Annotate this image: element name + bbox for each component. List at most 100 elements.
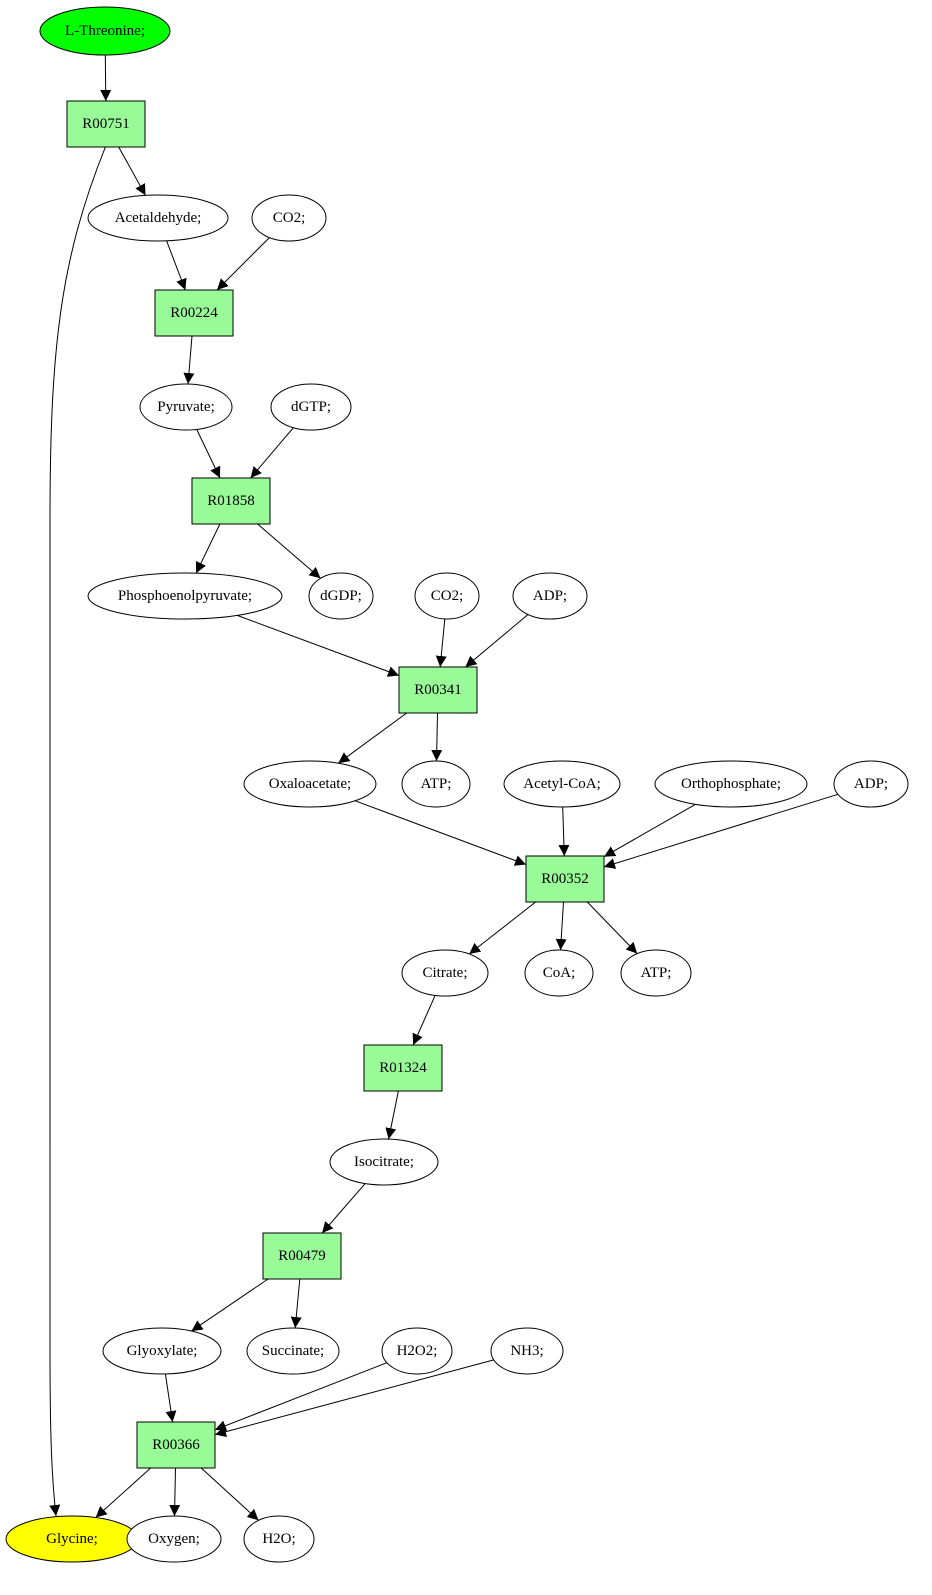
edge-r01858-to-pep: [195, 523, 221, 574]
h2o2-label: H2O2;: [397, 1343, 438, 1359]
compound-node-orthophosphate[interactable]: Orthophosphate;: [654, 760, 808, 808]
compound-node-co2-1[interactable]: CO2;: [251, 194, 327, 242]
co2-1-shape: [251, 194, 327, 242]
nh3-label: NH3;: [510, 1343, 543, 1359]
citrate-shape: [401, 949, 489, 997]
edge-acetylcoa-to-r00352: [558, 806, 570, 857]
reaction-node-r00224[interactable]: R00224: [154, 289, 234, 337]
acetaldehyde-shape: [87, 194, 229, 242]
edge-r00366-to-glycine: [95, 1467, 151, 1518]
compound-node-dgtp[interactable]: dGTP;: [270, 383, 352, 431]
citrate-label: Citrate;: [423, 965, 468, 981]
orthophosphate-label: Orthophosphate;: [681, 776, 781, 792]
compound-node-adp-2[interactable]: ADP;: [833, 760, 909, 808]
r00341-shape: [398, 666, 478, 714]
r00479-shape: [262, 1232, 342, 1280]
edge-dgtp-to-r01858: [250, 427, 294, 479]
edge-r00352-to-citrate: [468, 901, 536, 955]
compound-node-dgdp[interactable]: dGDP;: [308, 572, 374, 620]
orthophosphate-shape: [654, 760, 808, 808]
reaction-node-r00479[interactable]: R00479: [262, 1232, 342, 1280]
r01858-label: R01858: [207, 493, 255, 509]
compound-node-glyoxylate[interactable]: Glyoxylate;: [102, 1327, 222, 1375]
reaction-node-r00341[interactable]: R00341: [398, 666, 478, 714]
h2o2-shape: [381, 1327, 453, 1375]
compound-node-isocitrate[interactable]: Isocitrate;: [329, 1138, 439, 1186]
isocitrate-label: Isocitrate;: [354, 1154, 414, 1170]
compound-node-oxygen[interactable]: Oxygen;: [126, 1515, 222, 1563]
pep-label: Phosphoenolpyruvate;: [118, 588, 252, 604]
reaction-node-r00366[interactable]: R00366: [136, 1421, 216, 1469]
succinate-shape: [246, 1327, 340, 1375]
edge-pyruvate-to-r01858: [196, 429, 221, 479]
edge-acetaldehyde-to-r00224: [166, 240, 187, 291]
reaction-node-r01324[interactable]: R01324: [363, 1044, 443, 1092]
edge-nh3-to-r00366: [214, 1359, 494, 1438]
edge-r00352-to-coa: [555, 901, 567, 951]
r00479-label: R00479: [278, 1248, 326, 1264]
edge-oxaloacetate-to-r00352: [354, 800, 527, 866]
edge-r00366-to-h2o: [200, 1467, 259, 1521]
r00224-shape: [154, 289, 234, 337]
edge-co2_2-to-r00341: [435, 618, 447, 668]
compound-node-atp-1[interactable]: ATP;: [401, 760, 471, 808]
compound-node-pyruvate[interactable]: Pyruvate;: [139, 383, 233, 431]
r00751-shape: [66, 100, 146, 148]
edge-r00479-to-succinate: [290, 1278, 302, 1329]
reaction-node-r00751[interactable]: R00751: [66, 100, 146, 148]
glyoxylate-shape: [102, 1327, 222, 1375]
co2-2-label: CO2;: [431, 588, 464, 604]
edge-glyoxylate-to-r00366: [164, 1373, 177, 1423]
isocitrate-shape: [329, 1138, 439, 1186]
l-threonine-label: L-Threonine;: [65, 23, 145, 39]
reaction-node-r00352[interactable]: R00352: [525, 855, 605, 903]
r00366-shape: [136, 1421, 216, 1469]
r00341-label: R00341: [414, 682, 462, 698]
reaction-node-r01858[interactable]: R01858: [191, 477, 271, 525]
acetylcoa-shape: [503, 760, 621, 808]
edge-adp_1-to-r00341: [465, 614, 529, 668]
dgtp-shape: [270, 383, 352, 431]
compound-node-h2o[interactable]: H2O;: [243, 1515, 315, 1563]
edge-r00224-to-pyruvate: [183, 335, 195, 385]
pep-shape: [87, 572, 283, 620]
compound-node-oxaloacetate[interactable]: Oxaloacetate;: [243, 760, 377, 808]
compound-node-adp-1[interactable]: ADP;: [512, 572, 588, 620]
compound-node-l-threonine[interactable]: L-Threonine;: [39, 6, 171, 56]
compound-node-atp-2[interactable]: ATP;: [620, 949, 692, 997]
edge-r00366-to-oxygen: [169, 1467, 181, 1517]
r00366-label: R00366: [152, 1437, 200, 1453]
coa-label: CoA;: [543, 965, 576, 981]
co2-2-shape: [414, 572, 480, 620]
compound-node-h2o2[interactable]: H2O2;: [381, 1327, 453, 1375]
pyruvate-label: Pyruvate;: [157, 399, 215, 415]
compound-node-co2-2[interactable]: CO2;: [414, 572, 480, 620]
compound-node-glycine[interactable]: Glycine;: [5, 1515, 139, 1563]
compound-node-pep[interactable]: Phosphoenolpyruvate;: [87, 572, 283, 620]
acetaldehyde-label: Acetaldehyde;: [115, 210, 202, 226]
compound-node-acetaldehyde[interactable]: Acetaldehyde;: [87, 194, 229, 242]
pyruvate-shape: [139, 383, 233, 431]
edge-r00479-to-glyoxylate: [191, 1278, 269, 1332]
h2o-label: H2O;: [262, 1531, 295, 1547]
compound-node-succinate[interactable]: Succinate;: [246, 1327, 340, 1375]
compound-node-acetylcoa[interactable]: Acetyl-CoA;: [503, 760, 621, 808]
r01324-label: R01324: [379, 1060, 427, 1076]
edge-adp_2-to-r00352: [603, 793, 839, 869]
compound-node-nh3[interactable]: NH3;: [490, 1327, 564, 1375]
compound-node-coa[interactable]: CoA;: [524, 949, 594, 997]
edge-isocitrate-to-r00479: [321, 1183, 366, 1234]
compound-node-citrate[interactable]: Citrate;: [401, 949, 489, 997]
edge-citrate-to-r01324: [412, 995, 436, 1046]
oxygen-shape: [126, 1515, 222, 1563]
dgdp-shape: [308, 572, 374, 620]
edge-r01324-to-isocitrate: [385, 1090, 399, 1140]
h2o-shape: [243, 1515, 315, 1563]
nh3-shape: [490, 1327, 564, 1375]
r00224-label: R00224: [170, 305, 218, 321]
edge-r01858-to-dgdp: [257, 523, 321, 579]
coa-shape: [524, 949, 594, 997]
r00352-shape: [525, 855, 605, 903]
edge-r00751-to-acetaldehyde: [118, 146, 146, 196]
acetylcoa-label: Acetyl-CoA;: [523, 776, 600, 792]
